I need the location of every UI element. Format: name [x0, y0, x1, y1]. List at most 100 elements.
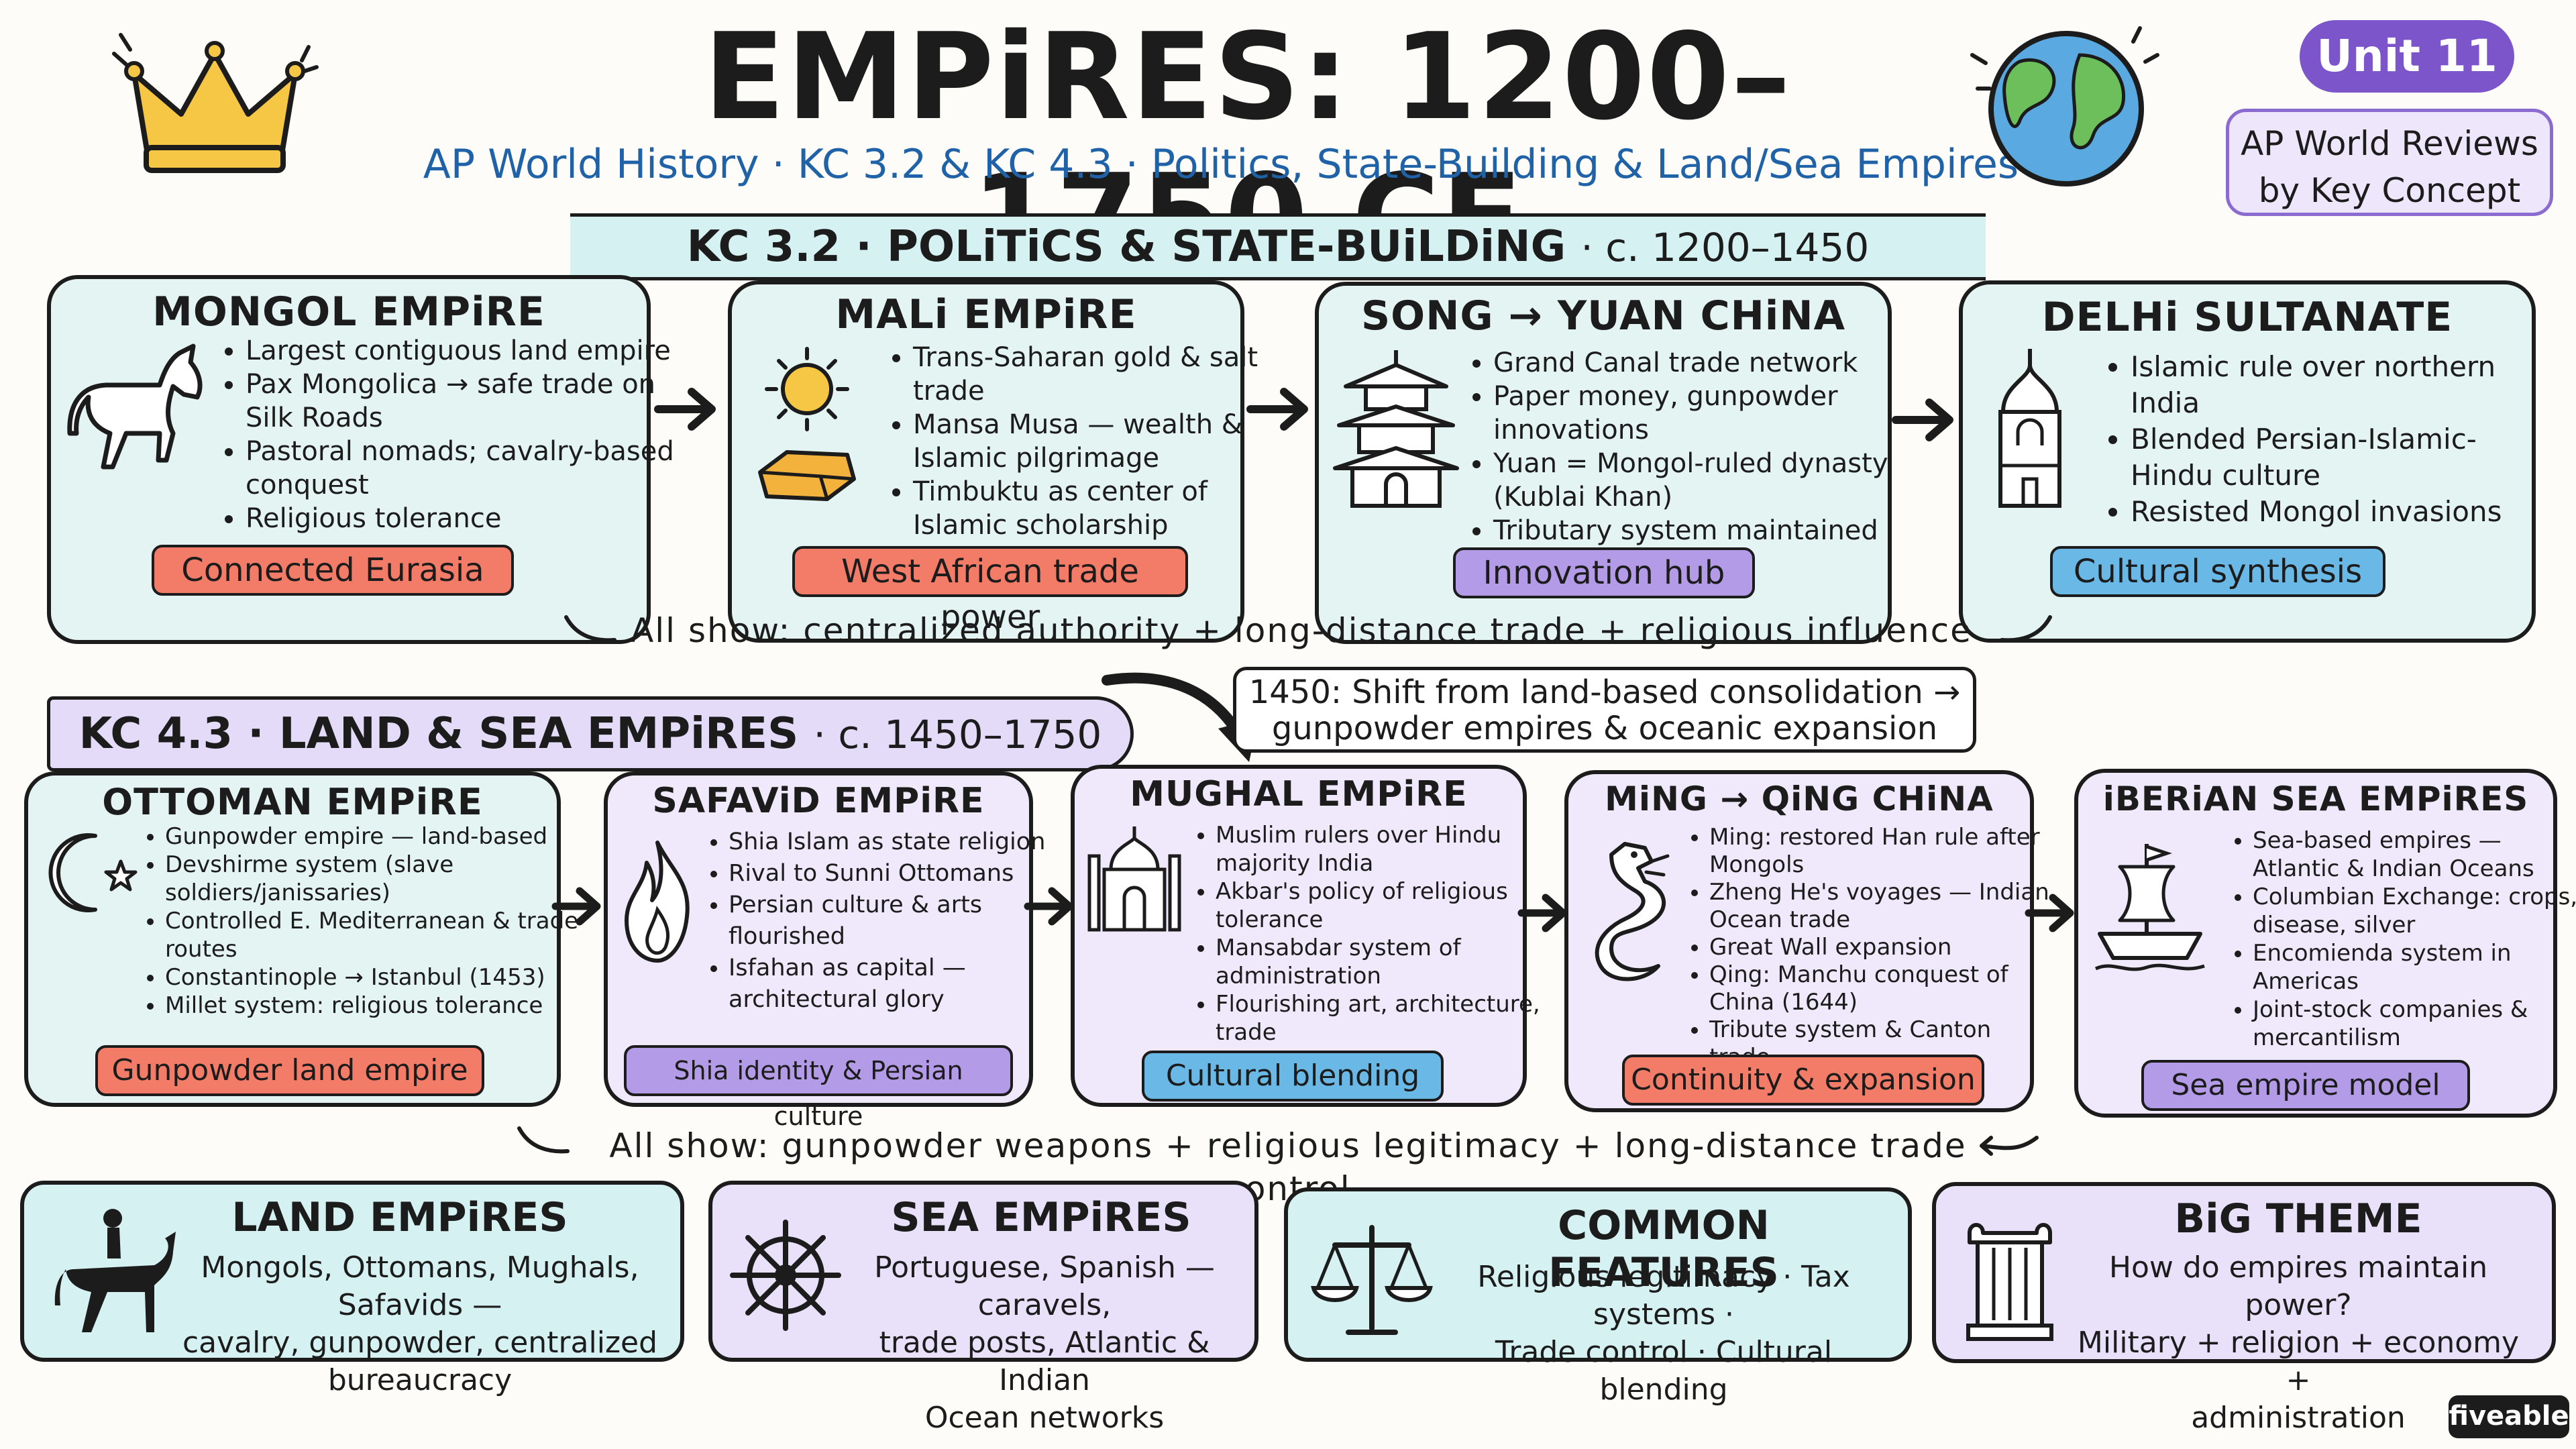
list-item: Great Wall expansion — [1709, 934, 2058, 961]
card-line: How do empires maintain power? — [2108, 1250, 2488, 1322]
list-item: Ming: restored Han rule after Mongols — [1709, 824, 2058, 879]
list-item: Pastoral nomads; cavalry-based conquest — [246, 435, 675, 502]
unit-badge: Unit 11 — [2300, 20, 2514, 93]
bullet-list: Sea-based empires — Atlantic & Indian Oc… — [2226, 826, 2576, 1052]
list-item: Mansabdar system of administration — [1216, 934, 1551, 990]
arrow-icon — [654, 382, 721, 439]
card-body: Portuguese, Spanish — caravels, trade po… — [840, 1249, 1249, 1437]
page-subtitle: AP World History · KC 3.2 & KC 4.3 · Pol… — [423, 141, 2019, 188]
list-item: Mansa Musa — wealth & Islamic pilgrimage — [913, 408, 1262, 475]
ship-wheel-icon — [729, 1218, 843, 1335]
brace-right-icon — [1999, 610, 2053, 653]
kc32-banner-title: KC 3.2 · POLiTiCS & STATE-BUiLDiNG — [686, 222, 1566, 272]
kc43-summary: All show: gunpowder weapons + religious … — [609, 1126, 1967, 1208]
mughal-empire-card: MUGHAL EMPiRE Muslim rulers over Hindu m… — [1071, 765, 1540, 1107]
safavid-empire-card: SAFAViD EMPiRE Shia Islam as state relig… — [604, 771, 1045, 1131]
list-item: Columbian Exchange: crops, disease, silv… — [2253, 883, 2576, 939]
card-line: administration — [2191, 1401, 2406, 1435]
bullet-list: Largest contiguous land empire Pax Mongo… — [219, 334, 675, 535]
list-item: Paper money, gunpowder innovations — [1493, 380, 1909, 447]
card-tag: Sea empire model — [2141, 1060, 2470, 1111]
list-item: Encomienda system in Americas — [2253, 939, 2576, 996]
card-body: How do empires maintain power? Military … — [2063, 1249, 2533, 1437]
arrow-icon — [551, 883, 605, 932]
list-item: Shia Islam as state religion — [729, 826, 1057, 858]
card-title: MUGHAL EMPiRE — [1130, 774, 1468, 814]
card-tag: Cultural synthesis — [2050, 546, 2385, 597]
card-body: Mongols, Ottomans, Mughals, Safavids — c… — [158, 1249, 682, 1399]
list-item: Gunpowder empire — land-based — [165, 822, 581, 851]
ship-icon — [2093, 840, 2207, 977]
arrow-icon — [1517, 890, 1571, 939]
mali-empire-card: MALi EMPiRE Trans-Saharan gold & salt tr… — [728, 280, 1258, 643]
card-title: MALi EMPiRE — [835, 291, 1137, 338]
list-item: Rival to Sunni Ottomans — [729, 858, 1057, 890]
list-item: Blended Persian-Islamic-Hindu culture — [2131, 421, 2546, 494]
card-title: DELHi SULTANATE — [2041, 294, 2453, 341]
list-item: Grand Canal trade network — [1493, 346, 1909, 380]
bullet-list: Shia Islam as state religion Rival to Su… — [702, 826, 1057, 1016]
list-item: Muslim rulers over Hindu majority India — [1216, 821, 1551, 877]
card-line: Religious legitimacy · Tax systems · — [1477, 1260, 1850, 1332]
list-item: Constantinople → Istanbul (1453) — [165, 963, 581, 991]
horse-rider-icon — [54, 1205, 181, 1348]
horse-icon — [66, 333, 213, 496]
list-item: Controlled E. Mediterranean & trade rout… — [165, 907, 581, 963]
list-item: Religious tolerance — [246, 502, 675, 535]
sun-gold-icon — [747, 345, 867, 522]
card-title: SEA EMPiRES — [891, 1194, 1191, 1241]
common-features-card: COMMON FEATURES Religious legitimacy · T… — [1284, 1187, 1912, 1407]
card-tag: Innovation hub — [1453, 547, 1755, 598]
bullet-list: Ming: restored Han rule after Mongols Zh… — [1682, 824, 2058, 1071]
card-title: COMMON FEATURES — [1548, 1202, 1779, 1296]
bullet-list: Islamic rule over northern India Blended… — [2104, 349, 2546, 530]
song-yuan-china-card: SONG → YUAN CHiNA Grand Canal trade netw… — [1315, 282, 1892, 644]
list-item: Sea-based empires — Atlantic & Indian Oc… — [2253, 826, 2576, 883]
dragon-icon — [1585, 835, 1678, 991]
list-item: Timbuktu as center of Islamic scholarshi… — [913, 475, 1262, 542]
bullet-list: Muslim rulers over Hindu majority India … — [1189, 821, 1551, 1046]
reviews-line-2: by Key Concept — [2258, 171, 2521, 210]
card-tag: Shia identity & Persian culture — [624, 1045, 1013, 1131]
card-tag: Cultural blending — [1142, 1051, 1444, 1102]
globe-icon — [1966, 15, 2167, 203]
card-title: iBERiAN SEA EMPiRES — [2102, 780, 2529, 818]
list-item: Devshirme system (slave soldiers/janissa… — [165, 851, 581, 907]
list-item: Islamic rule over northern India — [2131, 349, 2546, 421]
mongol-empire-card: MONGOL EMPiRE Largest contiguous land em… — [47, 275, 674, 644]
card-title: MiNG → QiNG CHiNA — [1605, 780, 1994, 818]
kc32-banner: KC 3.2 · POLiTiCS & STATE-BUiLDiNG · c. … — [570, 213, 1986, 280]
kc43-banner: KC 4.3 · LAND & SEA EMPiRES · c. 1450–17… — [47, 696, 1134, 771]
scales-icon — [1308, 1221, 1436, 1344]
land-empires-card: LAND EMPiRES Mongols, Ottomans, Mughals,… — [20, 1181, 684, 1397]
column-icon — [1963, 1216, 2057, 1346]
list-item: Resisted Mongol invasions — [2131, 494, 2546, 530]
pagoda-icon — [1332, 346, 1460, 517]
card-title: LAND EMPiRES — [231, 1194, 568, 1241]
list-item: Joint-stock companies & mercantilism — [2253, 996, 2576, 1052]
shift-note: 1450: Shift from land-based consolidatio… — [1233, 667, 1976, 753]
shift-note-line-1: 1450: Shift from land-based consolidatio… — [1248, 674, 1961, 711]
card-title: OTTOMAN EMPiRE — [102, 781, 483, 823]
list-item: Pax Mongolica → safe trade on Silk Roads — [246, 368, 675, 435]
list-item: Qing: Manchu conquest of China (1644) — [1709, 961, 2058, 1016]
card-line: Mongols, Ottomans, Mughals, Safavids — — [201, 1250, 639, 1322]
card-tag: Connected Eurasia — [152, 545, 514, 596]
list-item: Persian culture & arts flourished — [729, 890, 1057, 953]
fiveable-logo: fiveable — [2449, 1395, 2569, 1438]
ottoman-empire-card: OTTOMAN EMPiRE Gunpowder empire — land-b… — [24, 771, 578, 1107]
reviews-line-1: AP World Reviews — [2241, 124, 2538, 163]
bullet-list: Gunpowder empire — land-based Devshirme … — [138, 822, 581, 1020]
reviews-label: AP World Reviews by Key Concept — [2226, 109, 2553, 216]
card-title: MONGOL EMPiRE — [152, 288, 545, 335]
kc32-banner-dates: · c. 1200–1450 — [1580, 225, 1870, 270]
list-item: Millet system: religious tolerance — [165, 991, 581, 1020]
arrow-icon — [2025, 890, 2078, 939]
shift-note-line-2: gunpowder empires & oceanic expansion — [1271, 710, 1938, 747]
list-item: Tributary system maintained — [1493, 514, 1909, 547]
card-title: SAFAViD EMPiRE — [652, 781, 985, 821]
card-title: SONG → YUAN CHiNA — [1360, 292, 1846, 339]
arrow-icon — [1246, 382, 1313, 439]
list-item: Flourishing art, architecture, trade — [1216, 990, 1551, 1046]
minaret-icon — [1976, 345, 2084, 515]
